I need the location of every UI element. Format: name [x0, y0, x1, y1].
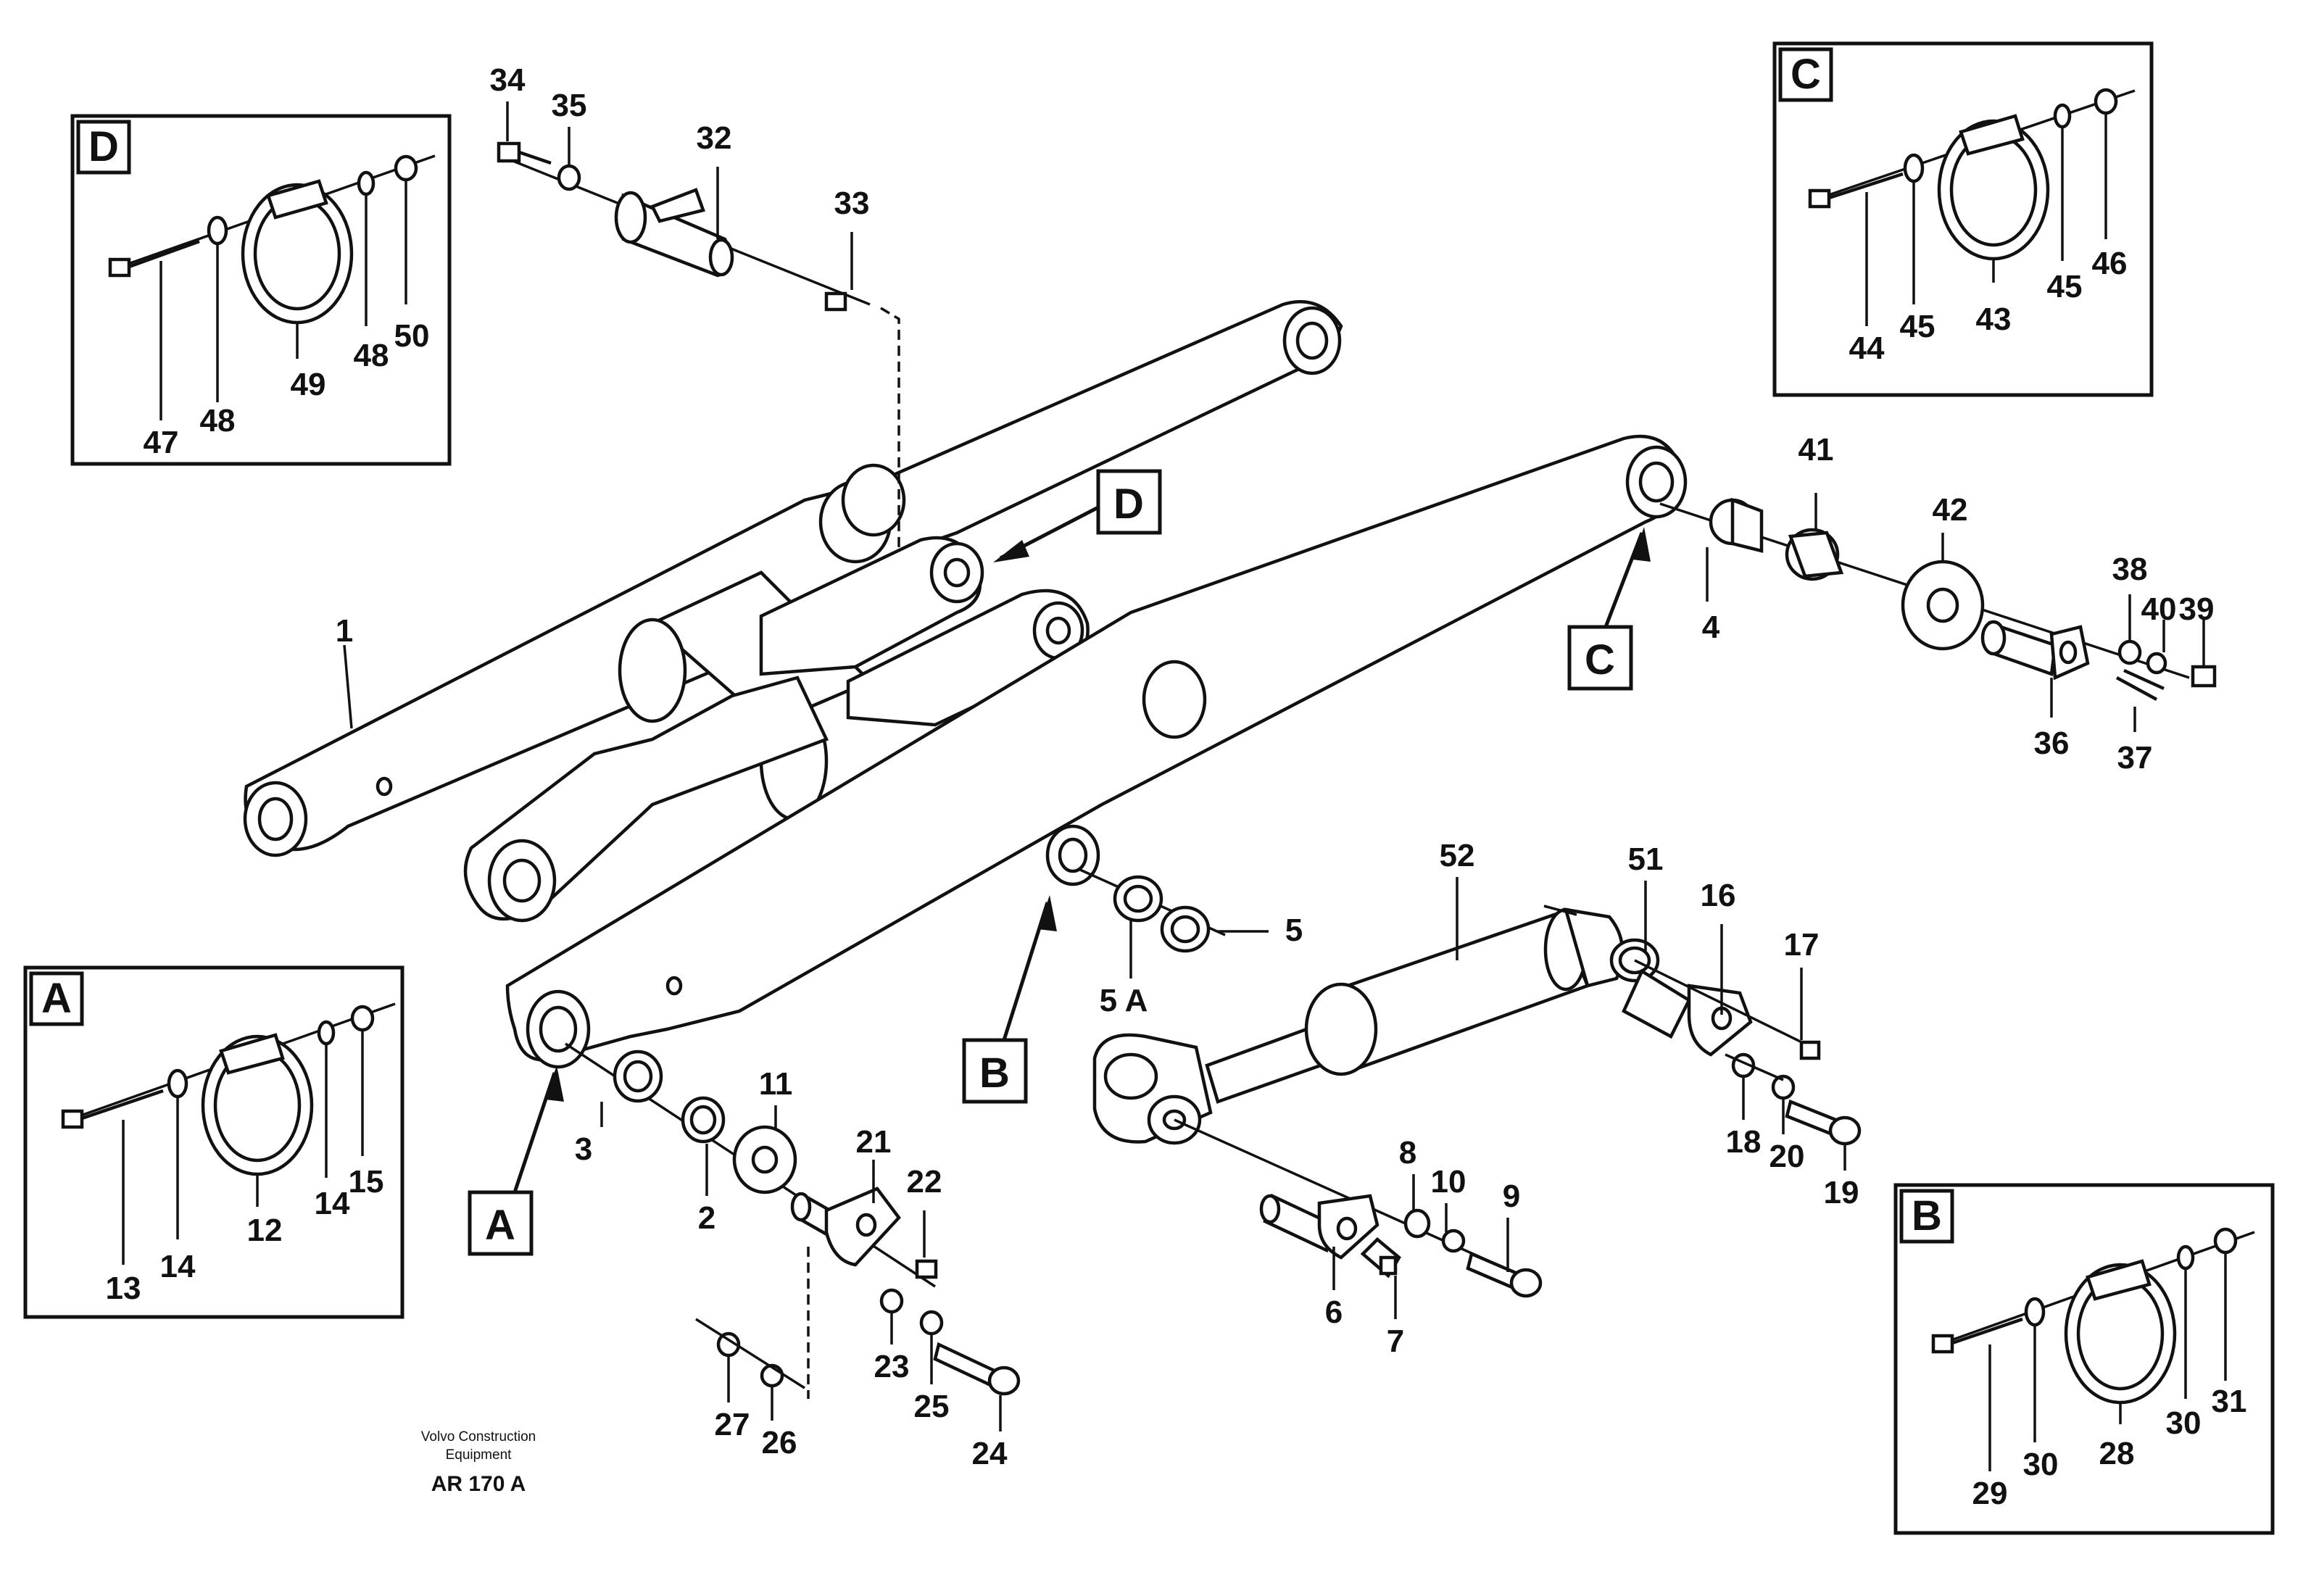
part-number: 36: [2034, 726, 2070, 761]
part-number: 7: [1387, 1323, 1404, 1359]
detail-box-a-label: A: [41, 975, 72, 1022]
part-number: 50: [394, 318, 430, 354]
part-number: 18: [1726, 1124, 1762, 1160]
part-number: 17: [1784, 927, 1820, 963]
detail-box-c: C 44 45 43 45 46: [1772, 41, 2154, 397]
part-number: 21: [856, 1124, 892, 1160]
detail-box-d-tag: [76, 120, 131, 175]
part-number: 30: [2023, 1447, 2059, 1482]
mid-bushings: 5 A 5: [1079, 868, 1303, 1018]
part-number: 32: [697, 120, 732, 156]
dashed-guide: [880, 307, 900, 547]
lift-arm-frame: [243, 300, 1688, 1069]
callout-a-label: A: [485, 1202, 515, 1249]
part-number: 52: [1440, 838, 1475, 873]
part-number: 3: [575, 1131, 592, 1167]
callout-b-label: B: [979, 1050, 1010, 1097]
part-number: 23: [874, 1349, 910, 1384]
detail-box-b: B 29 30 28 30 31: [1893, 1183, 2275, 1535]
part-number: 43: [1976, 302, 2012, 337]
part-number: 5: [1285, 913, 1303, 948]
part-number: 29: [1972, 1476, 2008, 1511]
part-number: 20: [1769, 1139, 1805, 1174]
part-number: 34: [490, 62, 526, 98]
part-number: 19: [1824, 1175, 1859, 1210]
part-number: 37: [2117, 740, 2153, 776]
part-number: 22: [907, 1164, 942, 1200]
part-number: 49: [291, 367, 326, 402]
part-number: 48: [200, 403, 236, 439]
callout-d: D: [993, 469, 1162, 562]
part-number: 42: [1933, 492, 1968, 528]
credit-block: Volvo Construction Equipment AR 170 A: [421, 1429, 536, 1496]
detail-box-d: D 47 48 49 48 50: [70, 114, 452, 466]
part-number: 28: [2099, 1436, 2135, 1471]
callout-d-label: D: [1113, 481, 1144, 528]
part-number: 27: [715, 1407, 750, 1442]
part-number: 6: [1325, 1294, 1343, 1330]
callout-b: B: [962, 895, 1057, 1104]
part-number: 33: [834, 186, 870, 221]
part-number: 2: [698, 1200, 715, 1236]
callout-a: A: [468, 1065, 564, 1256]
part-number: 8: [1399, 1135, 1416, 1171]
part-number: 46: [2092, 246, 2128, 281]
part-number: 47: [144, 425, 179, 460]
part-number: 26: [762, 1425, 797, 1460]
part-number: 40: [2141, 591, 2177, 627]
part-number: 11: [759, 1066, 793, 1102]
drawing-code: AR 170 A: [431, 1472, 526, 1496]
callout-c: C: [1567, 527, 1651, 691]
right-pin-assembly: 4 41 42 38 40 39 36 37: [1659, 432, 2217, 776]
top-pin-assembly: 34 35 32 33: [490, 62, 871, 312]
part-number: 5 A: [1100, 983, 1148, 1018]
part-number: 51: [1628, 841, 1664, 877]
detail-box-c-label: C: [1791, 51, 1821, 98]
left-pin-assembly: 3 2 11 21 22 23 25 24 27 26: [565, 1042, 1021, 1471]
detail-box-b-label: B: [1912, 1192, 1942, 1239]
part-number: 45: [2047, 269, 2083, 304]
credit-line2: Equipment: [446, 1447, 513, 1463]
part-number: 35: [552, 88, 587, 123]
part-number: 16: [1701, 878, 1736, 913]
detail-box-a: A 13 14 12 14 15: [23, 965, 404, 1319]
cylinder-assembly: 52 51 16 17 18 20 19 8 10 9 6 7: [1092, 838, 1862, 1359]
credit-line1: Volvo Construction: [421, 1429, 536, 1445]
part-number: 4: [1702, 610, 1720, 645]
detail-box-d-label: D: [88, 123, 119, 170]
part-number: 31: [2212, 1384, 2247, 1419]
part-number: 15: [349, 1164, 384, 1200]
part-number: 14: [160, 1249, 196, 1284]
detail-box-b-tag: [1899, 1189, 1954, 1244]
part-number: 1: [336, 613, 353, 649]
part-number: 39: [2179, 591, 2215, 627]
part-number: 25: [914, 1389, 950, 1424]
part-number: 13: [106, 1271, 141, 1306]
part-number: 14: [315, 1186, 350, 1221]
part-number: 45: [1900, 309, 1935, 344]
callout-c-label: C: [1585, 636, 1615, 683]
part-number: 41: [1798, 432, 1834, 467]
part-number: 10: [1431, 1164, 1466, 1200]
detail-box-c-tag: [1778, 47, 1833, 102]
part-number: 48: [354, 338, 389, 373]
detail-box-a-tag: [29, 971, 84, 1026]
part-number: 12: [247, 1213, 283, 1248]
part-number: 38: [2112, 552, 2148, 587]
part-number: 44: [1849, 331, 1885, 366]
part-number: 9: [1503, 1179, 1520, 1214]
part-number: 30: [2166, 1405, 2202, 1441]
part-number: 24: [972, 1436, 1008, 1471]
